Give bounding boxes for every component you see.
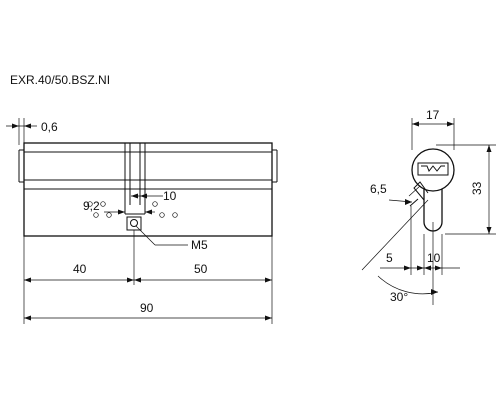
dim-cam-gap: 9,2	[83, 199, 155, 215]
dim-offset: 0,6	[6, 118, 58, 145]
svg-text:30°: 30°	[390, 290, 408, 304]
svg-text:10: 10	[163, 189, 177, 203]
svg-text:33: 33	[470, 181, 484, 195]
svg-text:9,2: 9,2	[83, 199, 100, 213]
svg-text:6,5: 6,5	[370, 182, 387, 196]
screw-hole	[130, 219, 138, 227]
cylinder-side-view	[18, 142, 278, 237]
svg-text:50: 50	[194, 262, 208, 276]
svg-text:M5: M5	[191, 238, 208, 252]
dim-angle: 30°	[361, 199, 439, 305]
dim-total: 90	[24, 301, 272, 321]
svg-text:90: 90	[140, 301, 154, 315]
svg-text:40: 40	[73, 262, 87, 276]
dim-cam-width: 10	[131, 189, 177, 203]
dim-end-width: 17	[411, 108, 455, 150]
svg-text:0,6: 0,6	[41, 120, 58, 134]
dim-end-height: 33	[436, 144, 496, 235]
dim-screw: M5	[135, 225, 208, 252]
svg-text:10: 10	[427, 251, 441, 265]
svg-text:5: 5	[386, 251, 393, 265]
cylinder-end-view	[408, 148, 455, 232]
svg-text:17: 17	[426, 108, 440, 122]
dim-radius: 6,5	[370, 182, 413, 205]
dim-lengths: 40 50	[23, 230, 273, 324]
dim-bottom: 5 10	[380, 206, 460, 275]
product-code: EXR.40/50.BSZ.NI	[10, 73, 110, 87]
